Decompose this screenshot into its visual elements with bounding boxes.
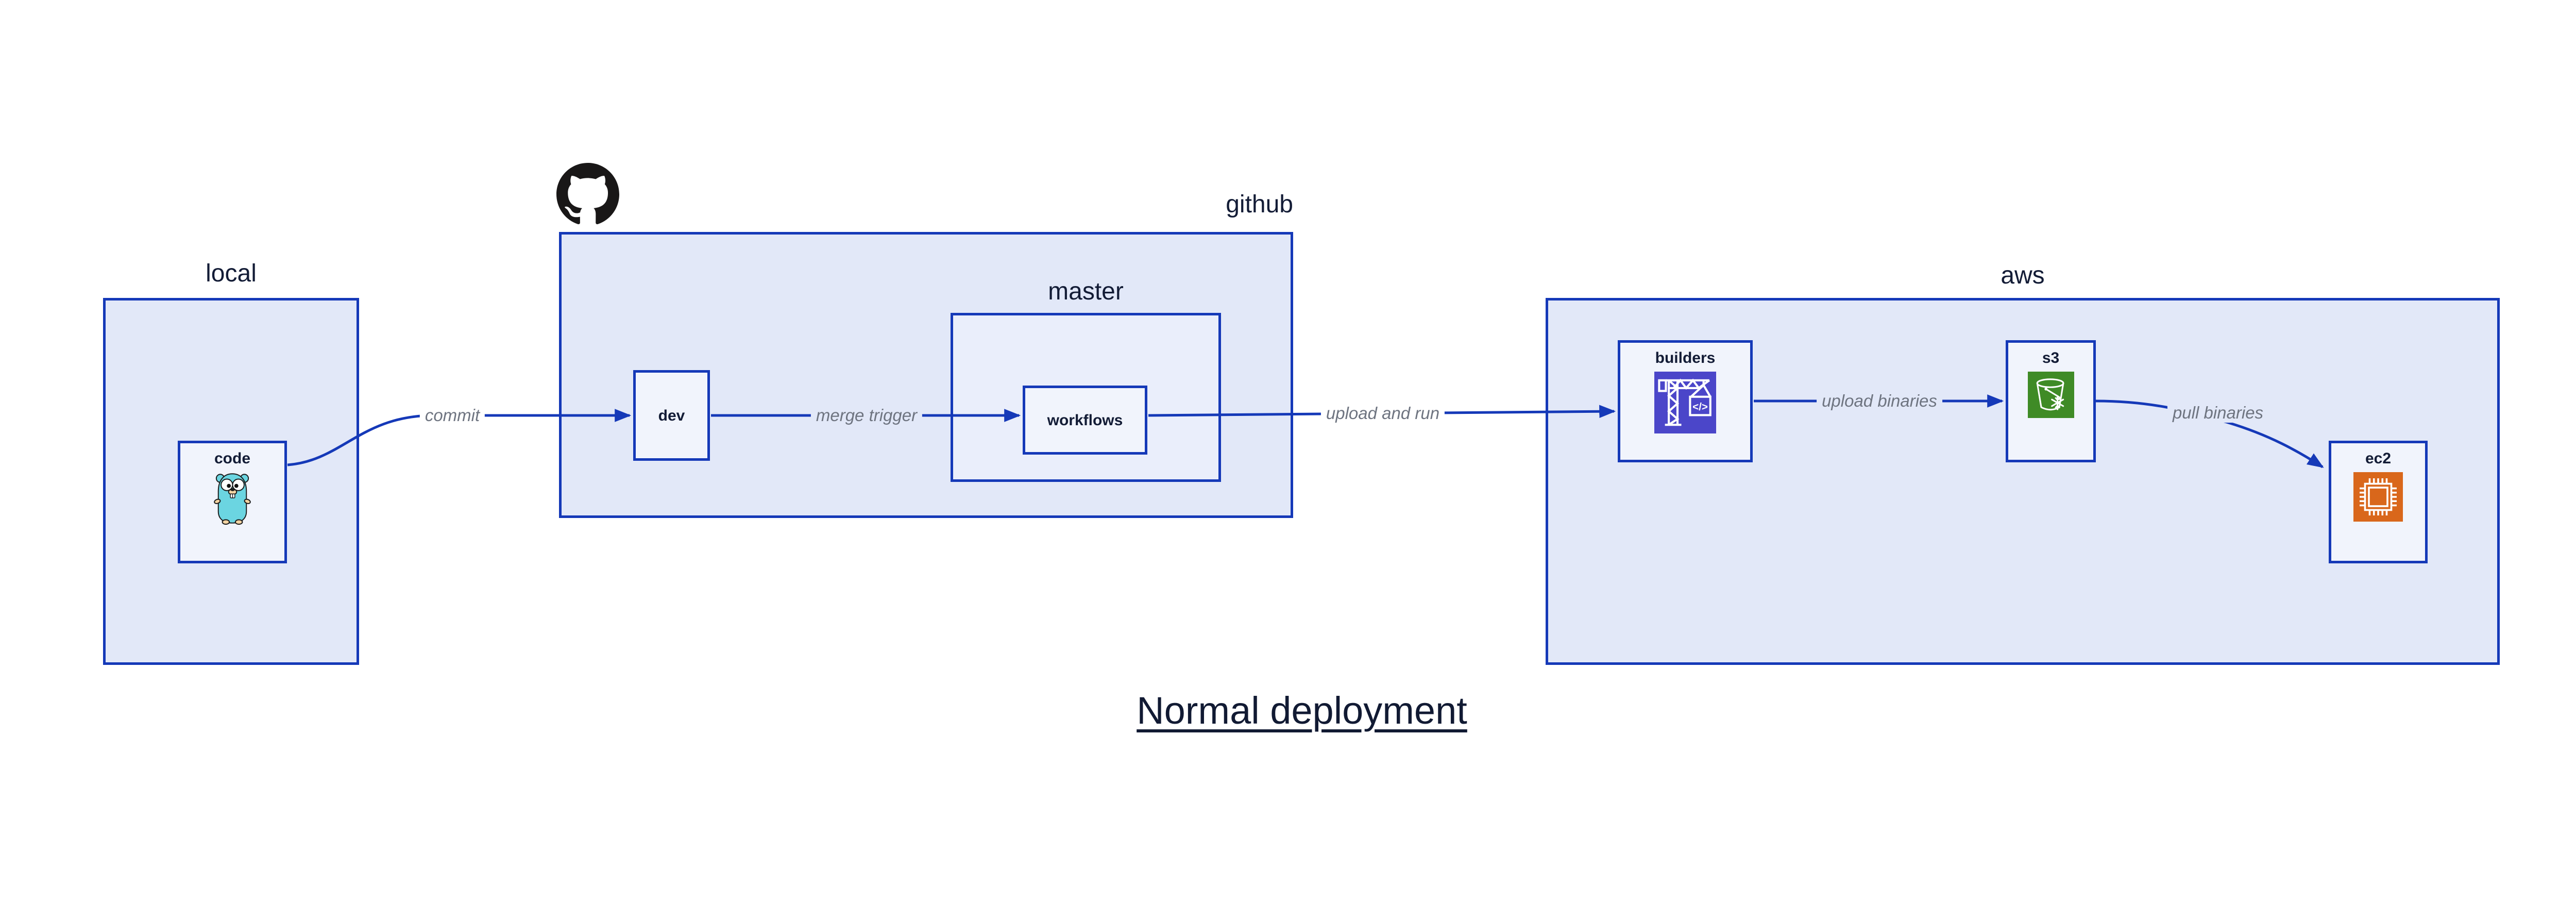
code-node: code: [178, 441, 287, 563]
github-octocat-logo-icon: [556, 163, 620, 228]
builders-node-label: builders: [1655, 349, 1716, 366]
ec2-node-label: ec2: [2365, 450, 2392, 467]
commit-arrow: [287, 409, 632, 466]
upload-and-run-edge-label: upload and run: [1320, 404, 1445, 423]
commit-edge-label: commit: [419, 406, 485, 425]
aws-container-label: aws: [2001, 262, 2045, 289]
go-gopher-icon: [214, 473, 251, 525]
diagram-title: Normal deployment: [1137, 689, 1467, 732]
builders-node: builders </>: [1618, 340, 1753, 462]
master-container-label: master: [1048, 278, 1124, 305]
s3-node-label: s3: [2042, 349, 2060, 366]
code-brackets-glyph: </>: [1692, 401, 1708, 413]
workflows-node-label: workflows: [1047, 411, 1123, 429]
workflows-node: workflows: [1023, 386, 1147, 455]
upload-binaries-edge-label: upload binaries: [1817, 391, 1942, 411]
ec2-node: ec2: [2329, 441, 2428, 563]
dev-node-label: dev: [658, 407, 685, 424]
codebuild-crane-icon: </>: [1654, 372, 1716, 433]
pull-binaries-edge-label: pull binaries: [2167, 403, 2269, 423]
code-node-label: code: [214, 450, 251, 467]
local-container-label: local: [206, 260, 257, 287]
s3-glacier-bucket-icon: [2027, 372, 2074, 418]
github-container-label: github: [1226, 191, 1293, 218]
s3-node: s3: [2006, 340, 2096, 462]
dev-node: dev: [633, 370, 710, 461]
merge-trigger-edge-label: merge trigger: [810, 406, 923, 425]
ec2-chip-icon: [2353, 472, 2403, 522]
